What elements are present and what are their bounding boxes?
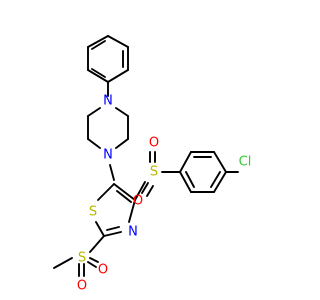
bond: [134, 181, 146, 201]
bond: [107, 69, 129, 83]
atom-o-right-2: O: [133, 194, 143, 209]
atom-n-bottom: N: [103, 148, 113, 163]
atom-o-left-2: O: [98, 263, 108, 278]
bond: [113, 183, 136, 201]
thiazole-ring: [95, 183, 136, 237]
atom-o-right-1: O: [149, 136, 159, 151]
bond: [107, 35, 129, 48]
chlorophenyl-ring: [179, 151, 227, 193]
bond: [115, 138, 129, 149]
atom-s-sulfonyl-right: S: [150, 165, 158, 180]
bond: [210, 171, 221, 188]
bond: [87, 138, 101, 149]
bond: [116, 190, 132, 203]
phenyl-ring: [87, 35, 129, 83]
atom-n-top: N: [103, 94, 113, 109]
bond: [213, 151, 227, 173]
bond: [213, 171, 227, 193]
bond: [53, 257, 73, 269]
bond: [179, 171, 192, 193]
atom-cl: Cl: [239, 155, 252, 170]
bond: [146, 185, 154, 197]
atom-s-ring: S: [89, 205, 97, 220]
molecule-canvas: N N S N S O O Cl S O O: [53, 35, 252, 294]
bond: [87, 261, 97, 268]
atom-s-sulfonyl-left: S: [78, 251, 86, 266]
atom-o-left-1: O: [77, 279, 87, 294]
bond: [87, 107, 101, 117]
bond: [97, 183, 115, 201]
bond: [179, 151, 192, 173]
molecule-diagram: N N S N S O O Cl S O O: [53, 35, 252, 294]
bond: [91, 40, 106, 50]
bond: [95, 221, 105, 237]
bond: [89, 235, 105, 253]
bond: [128, 199, 136, 223]
bond: [91, 68, 106, 78]
bond: [87, 35, 109, 48]
bond: [106, 226, 120, 231]
bond: [103, 231, 122, 237]
atom-n-ring: N: [128, 225, 138, 240]
bond: [89, 257, 99, 263]
bond: [109, 164, 115, 181]
piperazine-ring: [87, 107, 129, 149]
bond: [115, 107, 129, 117]
bond: [87, 69, 109, 83]
bond: [185, 171, 195, 188]
bond: [141, 182, 149, 194]
